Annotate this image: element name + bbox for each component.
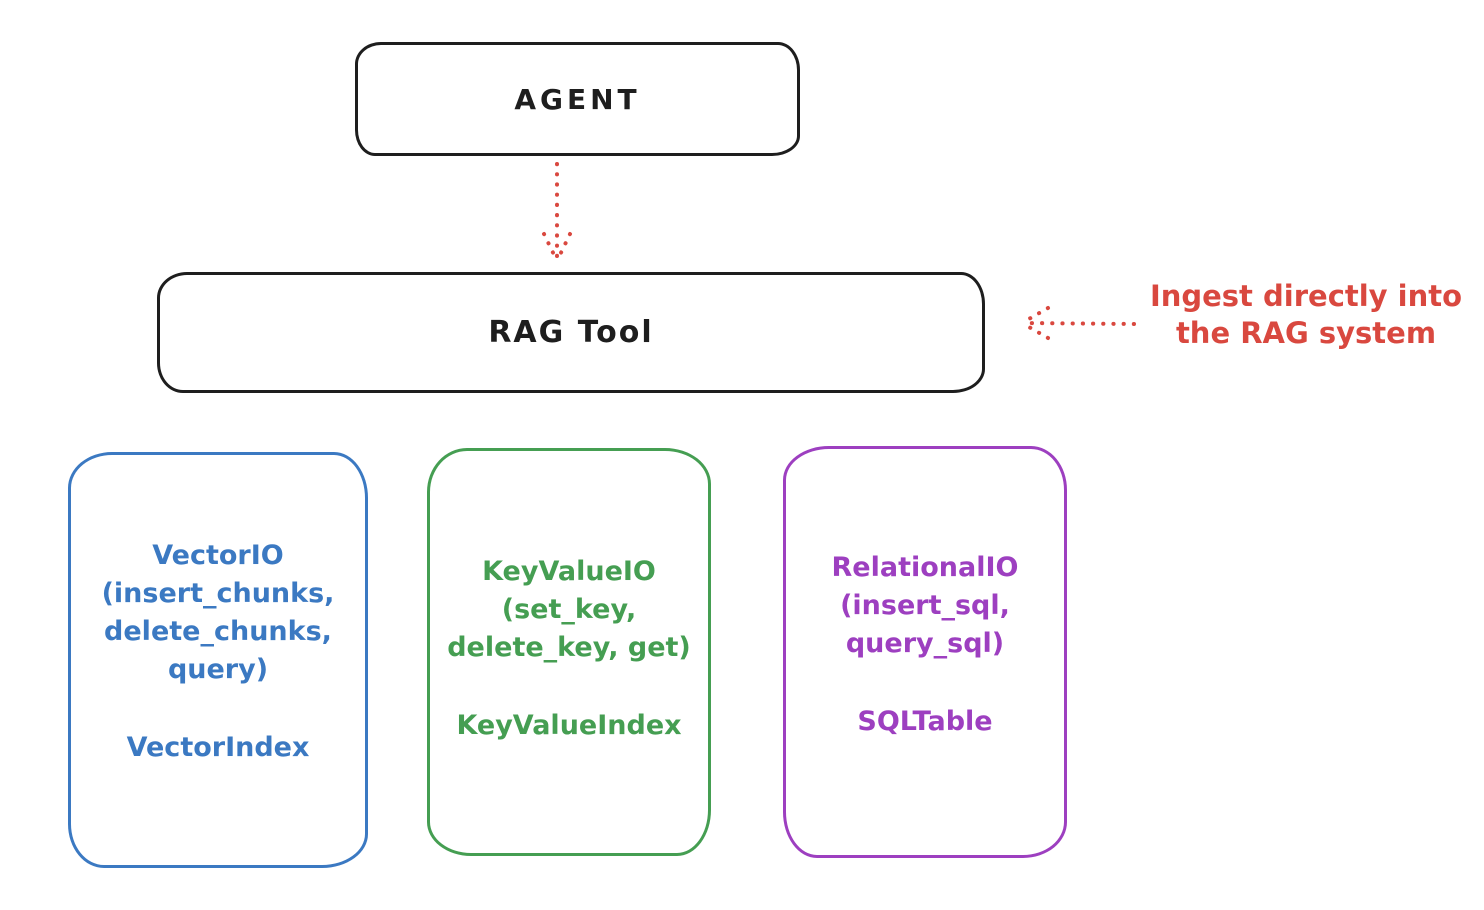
relational-io-node: RelationalIO (insert_sql, query_sql) SQL… — [783, 446, 1067, 858]
rag-tool-label: RAG Tool — [488, 315, 654, 350]
vector-index-label: VectorIndex — [126, 732, 310, 763]
keyvalue-io-label: KeyValueIO (set_key, delete_key, get) — [447, 556, 691, 663]
keyvalue-index-label: KeyValueIndex — [456, 710, 682, 741]
relational-io-label: RelationalIO (insert_sql, query_sql) — [831, 552, 1019, 659]
keyvalue-io-node: KeyValueIO (set_key, delete_key, get) Ke… — [427, 448, 711, 856]
agent-to-ragtool-arrow-icon — [542, 162, 572, 263]
rag-tool-node: RAG Tool — [157, 272, 985, 393]
agent-label: AGENT — [514, 82, 641, 116]
sql-table-label: SQLTable — [857, 706, 993, 737]
ingest-annotation-arrow-icon — [1020, 306, 1136, 340]
vector-io-node: VectorIO (insert_chunks, delete_chunks, … — [68, 452, 368, 868]
vector-io-label: VectorIO (insert_chunks, delete_chunks, … — [101, 540, 335, 685]
ingest-annotation-label: Ingest directly into the RAG system — [1149, 279, 1463, 350]
agent-node: AGENT — [355, 42, 800, 156]
